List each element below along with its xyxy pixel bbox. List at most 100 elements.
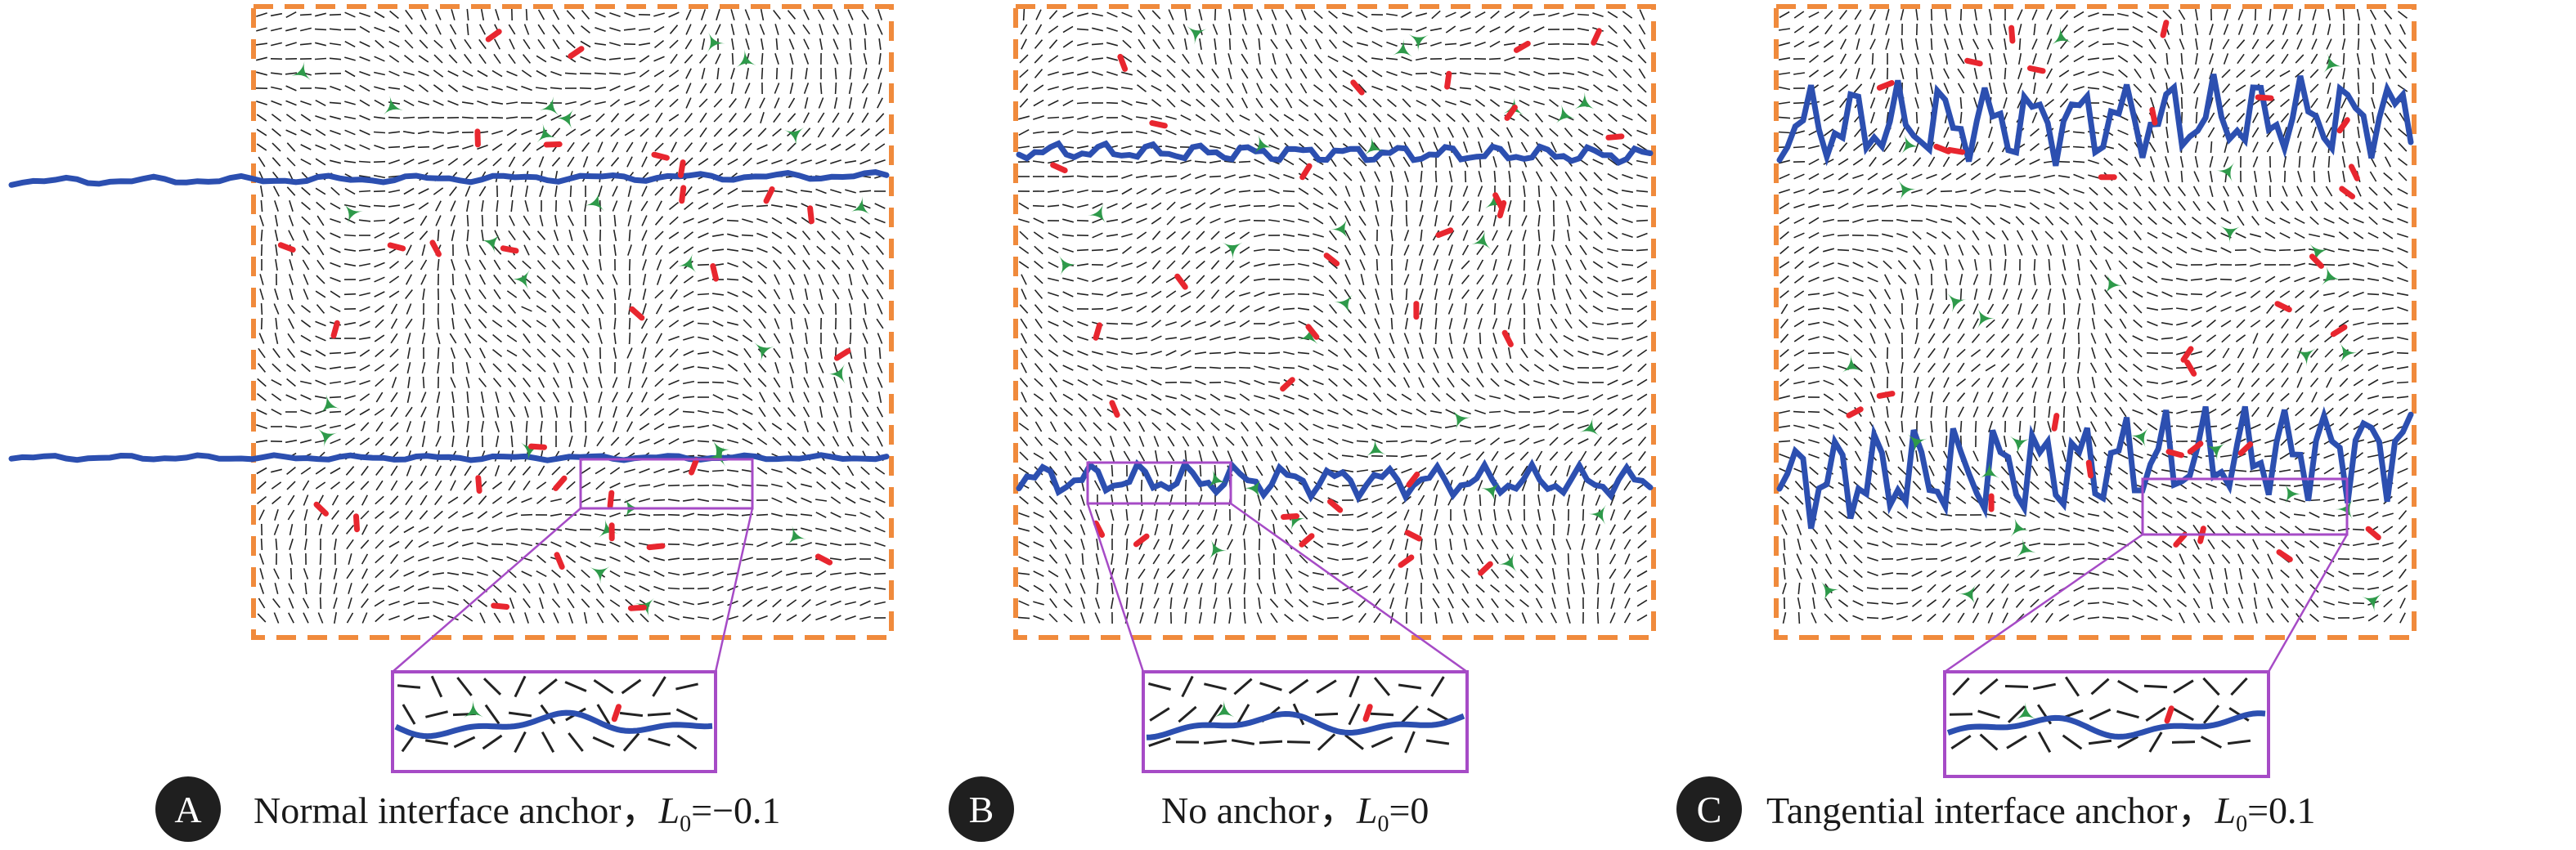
comet-defect-icon	[1350, 79, 1365, 96]
comet-defect-icon	[2330, 324, 2348, 338]
tripod-defect-icon	[2362, 593, 2382, 612]
tripod-defect-icon	[1977, 308, 1995, 329]
tripod-defect-icon	[1254, 134, 1273, 154]
tripod-defect-icon	[317, 428, 338, 448]
tripod-defect-icon	[1330, 219, 1349, 239]
comet-defect-icon	[500, 245, 519, 254]
comet-defect-icon	[1404, 530, 1422, 542]
tripod-defect-icon	[2296, 348, 2316, 367]
comet-defect-icon	[689, 457, 699, 476]
comet-defect-icon	[2184, 359, 2197, 377]
panel-c-badge: C	[1676, 776, 1742, 842]
tripod-defect-icon	[2206, 442, 2226, 461]
panel-c-label: C Tangential interface anchor，L0=0.1	[1676, 768, 2316, 850]
comet-defect-icon	[651, 151, 670, 161]
panel-b-caption-prefix: No anchor，	[1161, 789, 1357, 831]
tripod-defect-icon	[1187, 26, 1207, 45]
panel-frame	[1774, 4, 2417, 640]
comet-defect-icon	[627, 604, 647, 611]
comet-defect-icon	[2165, 449, 2184, 459]
zoom-connector	[392, 508, 581, 673]
defects	[1820, 20, 2382, 612]
tripod-defect-icon	[2016, 538, 2036, 557]
comet-defect-icon	[2026, 65, 2046, 74]
panel-b-param-subscript: 0	[1377, 812, 1389, 838]
comet-defect-icon	[1174, 273, 1188, 290]
comet-defect-icon	[2348, 163, 2360, 181]
tripod-defect-icon	[2309, 244, 2329, 263]
zoom-connector	[1086, 503, 1145, 673]
interface-line	[1776, 405, 2414, 530]
tripod-defect-icon	[2323, 53, 2343, 74]
comet-defect-icon	[553, 475, 568, 491]
tripod-defect-icon	[1214, 700, 1235, 718]
comet-defect-icon	[554, 552, 565, 570]
comet-defect-icon	[1591, 28, 1602, 46]
comet-defect-icon	[1946, 146, 1966, 155]
interface-line	[1146, 710, 1465, 740]
panel-a-param-symbol: L	[658, 789, 680, 831]
interface-line	[1016, 459, 1654, 503]
comet-defect-icon	[1846, 406, 1864, 418]
tripod-defect-icon	[1898, 180, 1917, 200]
comet-defect-icon	[1327, 499, 1344, 513]
tripod-defect-icon	[1088, 204, 1106, 224]
comet-defect-icon	[1093, 322, 1102, 341]
zoom-box	[2141, 477, 2349, 536]
panel-b-caption: No anchor，L0=0	[1161, 781, 1429, 838]
panel-a-label: A Normal interface anchor，L0=−0.1	[155, 768, 781, 850]
tripod-defect-icon	[1298, 325, 1318, 344]
comet-defect-icon	[1050, 162, 1068, 173]
comet-defect-icon	[1406, 472, 1420, 488]
interface-line	[1946, 710, 2266, 740]
comet-defect-icon	[1117, 53, 1129, 72]
comet-defect-icon	[833, 348, 851, 361]
defects	[277, 29, 870, 618]
panel-a-param-subscript: 0	[680, 812, 692, 838]
comet-defect-icon	[815, 553, 833, 566]
panel-b-badge: B	[949, 776, 1014, 842]
interface-line	[1776, 74, 2414, 167]
comet-defect-icon	[1109, 400, 1120, 418]
tripod-defect-icon	[1209, 539, 1227, 560]
tripod-defect-icon	[384, 96, 403, 115]
panel-b	[1013, 4, 1656, 773]
comet-defect-icon	[611, 704, 622, 722]
tripod-defect-icon	[1480, 482, 1500, 502]
panel-c-param-subscript: 0	[2236, 812, 2248, 838]
tripod-defect-icon	[1907, 434, 1928, 454]
tripod-defect-icon	[1243, 478, 1262, 499]
panel-b-param-value: =0	[1389, 789, 1429, 831]
comet-defect-icon	[1299, 163, 1313, 181]
comet-defect-icon	[2051, 413, 2060, 432]
comet-defect-icon	[1305, 324, 1320, 340]
tripod-defect-icon	[555, 109, 574, 129]
tripod-defect-icon	[2340, 342, 2358, 363]
zoom-connector	[1230, 502, 1468, 673]
tripod-defect-icon	[2219, 226, 2241, 244]
comet-defect-icon	[1435, 227, 1454, 239]
comet-defect-icon	[2339, 186, 2356, 199]
comet-defect-icon	[646, 543, 666, 551]
tripod-defect-icon	[1207, 468, 1227, 489]
comet-defect-icon	[1933, 143, 1952, 154]
tripod-defect-icon	[1979, 461, 1999, 479]
panel-frame	[251, 4, 894, 640]
tripod-defect-icon	[2010, 517, 2030, 537]
tripod-defect-icon	[539, 96, 559, 116]
comet-defect-icon	[485, 29, 502, 42]
panel-c-param-value: =0.1	[2247, 789, 2316, 831]
panel-c-caption-prefix: Tangential interface anchor，	[1766, 789, 2215, 831]
panel-b-param-symbol: L	[1356, 789, 1378, 831]
tripod-defect-icon	[754, 342, 774, 362]
comet-defect-icon	[313, 501, 329, 517]
tripod-defect-icon	[320, 394, 340, 414]
comet-defect-icon	[1876, 80, 1895, 91]
tripod-defect-icon	[1408, 34, 1429, 52]
zoom-box	[579, 458, 754, 510]
comet-defect-icon	[429, 239, 442, 257]
comet-defect-icon	[629, 306, 645, 321]
comet-defect-icon	[475, 475, 482, 494]
comet-defect-icon	[1497, 199, 1507, 219]
